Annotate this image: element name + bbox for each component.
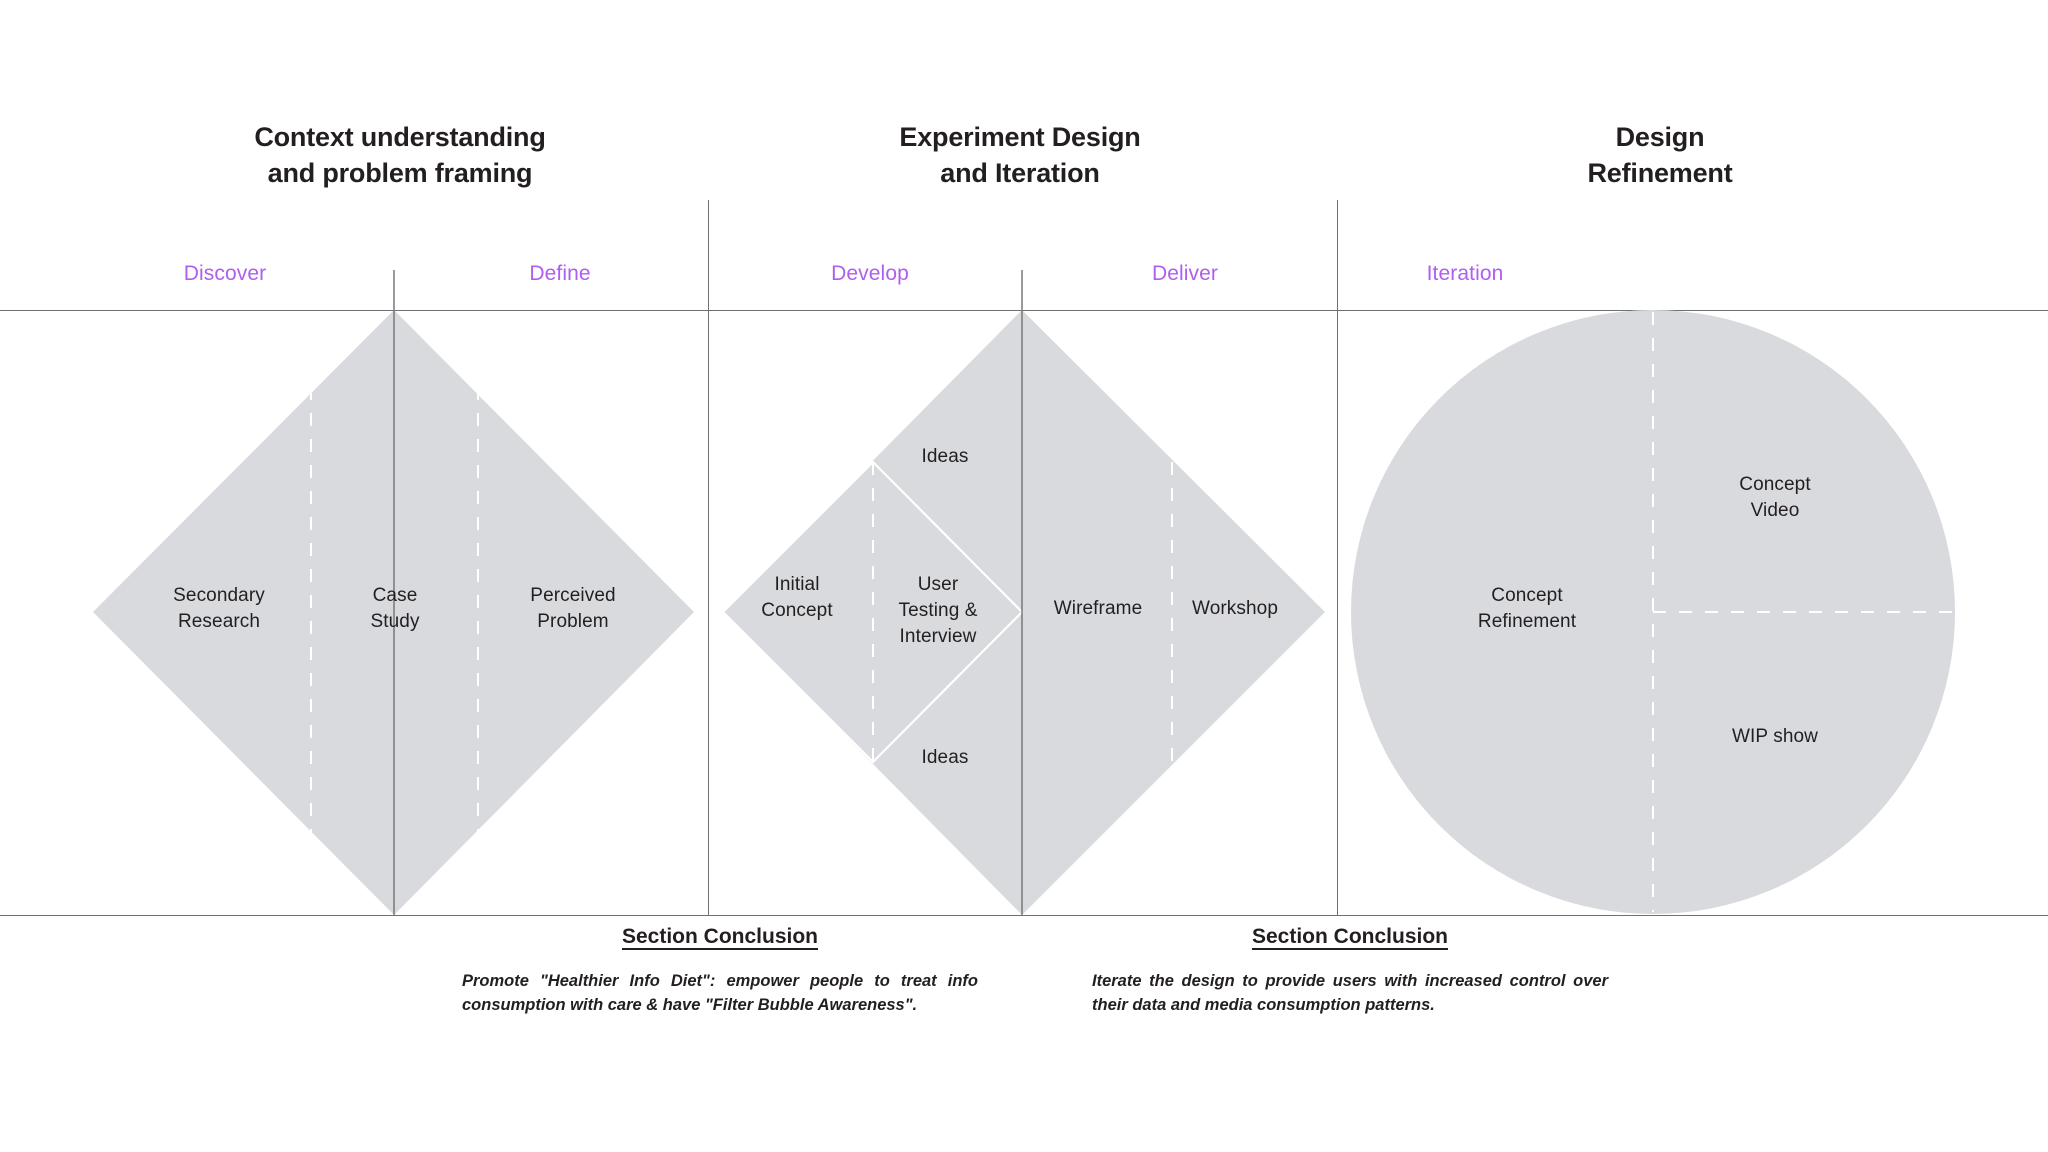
conclusion-body-two: Iterate the design to provide users with… xyxy=(1092,972,1608,1014)
phase-label-iteration: Iteration xyxy=(1426,262,1504,285)
conclusion-body-one: Promote "Healthier Info Diet": empower p… xyxy=(462,972,978,1014)
shape-label-workshop: Workshop xyxy=(1192,598,1278,619)
shape-label-initial-concept: Initial Concept xyxy=(761,574,833,622)
shape-label-perceived-problem: Perceived Problem xyxy=(530,585,616,633)
shape-label-user-testing-interview: User Testing & Interview xyxy=(898,574,978,648)
inner-diamond-user-testing xyxy=(721,460,1024,764)
conclusion-block-two: Section Conclusion Iterate the design to… xyxy=(1070,925,1630,1018)
section-title-context: Context understanding and problem framin… xyxy=(254,122,546,188)
shape-label-ideas-top: Ideas xyxy=(921,446,969,467)
conclusion-block-one: Section Conclusion Promote "Healthier In… xyxy=(440,925,1000,1018)
shape-label-concept-video: Concept Video xyxy=(1739,474,1811,522)
top-horizontal-rule xyxy=(0,310,2048,311)
section-title-refinement: Design Refinement xyxy=(1587,122,1733,188)
shape-label-concept-refinement: Concept Refinement xyxy=(1477,585,1577,633)
shape-label-ideas-bottom: Ideas xyxy=(921,747,969,768)
conclusion-heading-one: Section Conclusion xyxy=(621,925,818,948)
phase-label-define: Define xyxy=(529,262,591,285)
phase-label-develop: Develop xyxy=(831,262,909,285)
phase-label-deliver: Deliver xyxy=(1151,262,1219,285)
phase-label-discover: Discover xyxy=(183,262,267,285)
bottom-horizontal-rule xyxy=(0,915,2048,916)
section-divider-two xyxy=(1337,200,1338,915)
shape-label-case-study: Case Study xyxy=(370,585,420,633)
section-title-experiment: Experiment Design and Iteration xyxy=(899,122,1141,188)
section-divider-one xyxy=(708,200,709,915)
conclusion-heading-two: Section Conclusion xyxy=(1251,925,1448,948)
shape-label-wireframe: Wireframe xyxy=(1053,598,1143,619)
shape-label-wip-show: WIP show xyxy=(1732,726,1818,747)
shape-label-secondary-research: Secondary Research xyxy=(173,585,265,633)
